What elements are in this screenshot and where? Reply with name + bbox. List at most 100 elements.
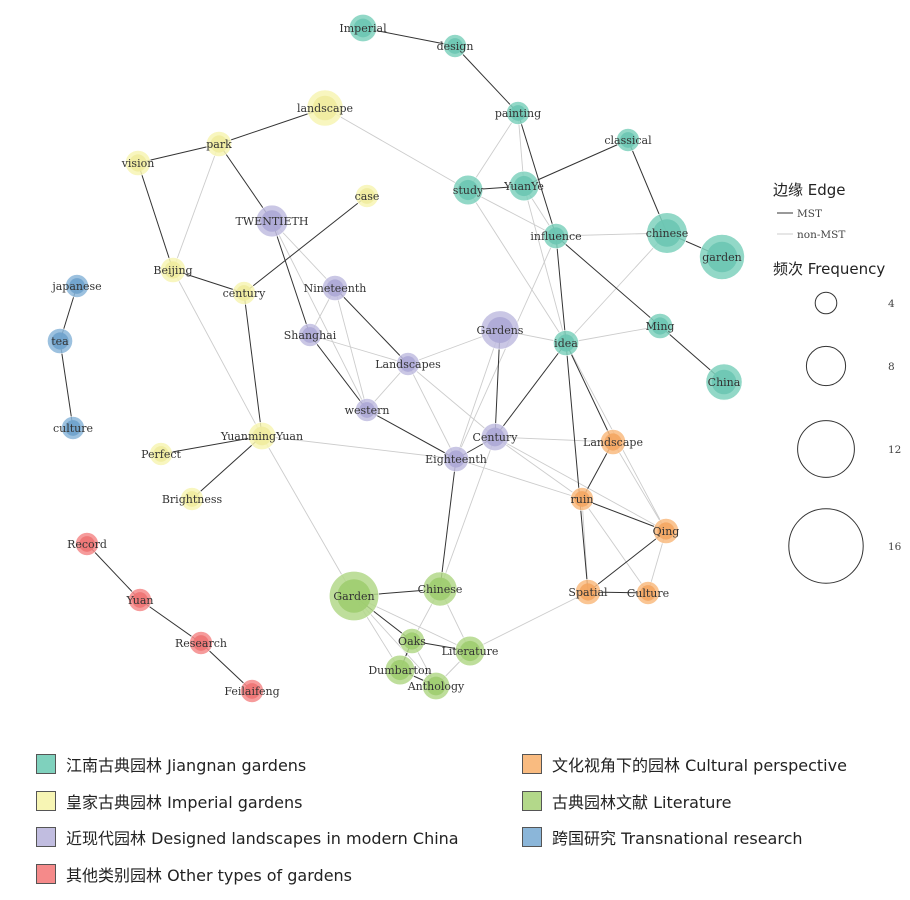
node-nineteenth[interactable] (322, 275, 348, 301)
node-ruin[interactable] (570, 487, 594, 511)
node-tea[interactable] (47, 328, 73, 354)
node-classical[interactable] (616, 128, 640, 152)
node-eighteenth[interactable] (443, 446, 469, 472)
nonmst-edge-11 (407, 363, 496, 438)
mst-edge-20 (137, 162, 174, 271)
mst-label: MST (797, 208, 822, 220)
node-yuan[interactable] (128, 588, 152, 612)
node-shanghai[interactable] (298, 323, 322, 347)
node-label-garden: Garden (333, 590, 374, 603)
mst-edge-39 (139, 599, 202, 644)
nonmst-edge-19 (172, 269, 263, 437)
node-record[interactable] (75, 532, 99, 556)
legend-label-other: 其他类别园林 Other types of gardens (66, 866, 353, 885)
frequency-label-12: 12 (888, 444, 901, 456)
node-spatial[interactable] (575, 579, 601, 605)
node-landscape[interactable] (306, 89, 344, 127)
legend-item-modern: 近现代园林 Designed landscapes in modern Chin… (36, 825, 459, 849)
node-label-chinese: chinese (646, 227, 689, 240)
node-chinese[interactable] (646, 212, 688, 254)
node-culture[interactable] (636, 581, 660, 605)
node-research[interactable] (189, 631, 213, 655)
mst-edge-26 (439, 458, 457, 590)
node-label-yuan: Yuan (125, 594, 153, 607)
frequency-label-4: 4 (888, 298, 895, 310)
nonmst-edge-5 (467, 189, 567, 344)
node-western[interactable] (355, 398, 379, 422)
node-inner-circle (653, 219, 681, 247)
node-feilaifeng[interactable] (240, 679, 264, 703)
legend-swatch-literature (522, 791, 542, 811)
node-influence[interactable] (543, 223, 569, 249)
node-label-perfect: Perfect (141, 448, 181, 461)
node-label-feilaifeng: Feilaifeng (224, 685, 279, 698)
node-painting[interactable] (506, 101, 530, 125)
node-imperial[interactable] (348, 14, 377, 42)
mst-edge-19 (218, 107, 326, 145)
node-qing[interactable] (653, 518, 679, 544)
node-inner-circle (261, 210, 283, 232)
nonmst-edge-25 (455, 458, 583, 500)
node-inner-circle (457, 179, 479, 201)
node-label-garden: garden (702, 251, 742, 264)
edge-legend-title: 边缘 Edge (773, 181, 846, 199)
node-idea[interactable] (553, 330, 579, 356)
node-century[interactable] (232, 281, 256, 305)
node-chinese[interactable] (422, 571, 458, 607)
node-literature[interactable] (454, 635, 486, 667)
legend-item-other: 其他类别园林 Other types of gardens (36, 862, 352, 886)
node-garden[interactable] (699, 234, 745, 280)
node-dumbarton[interactable] (384, 654, 416, 686)
nonmst-edge-29 (581, 498, 649, 594)
node-century[interactable] (480, 422, 509, 451)
mst-edge-0 (362, 27, 456, 47)
legend-item-jiangnan: 江南古典园林 Jiangnan gardens (36, 752, 306, 776)
node-yuanmingyuan[interactable] (248, 421, 277, 450)
node-japanese[interactable] (65, 274, 89, 298)
node-label-literature: Literature (442, 645, 499, 658)
node-landscape[interactable] (600, 429, 626, 455)
node-label-japanese: japanese (50, 280, 101, 293)
node-gardens[interactable] (480, 310, 520, 350)
node-label-yuanye: YuanYe (503, 180, 544, 193)
node-anthology[interactable] (421, 671, 450, 700)
node-inner-circle (557, 334, 575, 352)
node-study[interactable] (452, 174, 484, 206)
node-label-brightness: Brightness (162, 493, 223, 506)
nonmst-label: non-MST (797, 229, 845, 241)
node-brightness[interactable] (180, 487, 204, 511)
mst-edge-23 (243, 292, 263, 437)
node-culture[interactable] (61, 416, 85, 440)
node-label-case: case (355, 190, 380, 203)
legend-item-literature: 古典园林文献 Literature (522, 789, 731, 813)
node-design[interactable] (443, 34, 467, 58)
nonmst-edge-43 (494, 436, 667, 532)
node-yuanye[interactable] (508, 170, 540, 202)
node-vision[interactable] (125, 150, 151, 176)
node-oaks[interactable] (399, 628, 425, 654)
node-perfect[interactable] (149, 442, 173, 466)
node-label-imperial: Imperial (339, 22, 387, 35)
node-garden[interactable] (328, 570, 379, 621)
node-label-beijing: Beijing (153, 264, 192, 277)
node-twentieth[interactable] (255, 204, 289, 238)
node-china[interactable] (705, 363, 743, 401)
node-landscapes[interactable] (396, 352, 420, 376)
node-inner-circle (547, 227, 565, 245)
node-label-twentieth: TWENTIETH (236, 215, 309, 228)
nonmst-edge-17 (271, 220, 368, 411)
node-inner-circle (513, 175, 535, 197)
mst-edge-3 (523, 139, 629, 187)
node-park[interactable] (206, 131, 232, 157)
node-beijing[interactable] (160, 257, 186, 283)
node-inner-circle (359, 402, 375, 418)
node-inner-circle (153, 446, 169, 462)
frequency-label-8: 8 (888, 361, 895, 373)
node-case[interactable] (355, 184, 379, 208)
node-ming[interactable] (647, 313, 673, 339)
node-label-qing: Qing (653, 525, 680, 538)
node-inner-circle (389, 659, 411, 681)
